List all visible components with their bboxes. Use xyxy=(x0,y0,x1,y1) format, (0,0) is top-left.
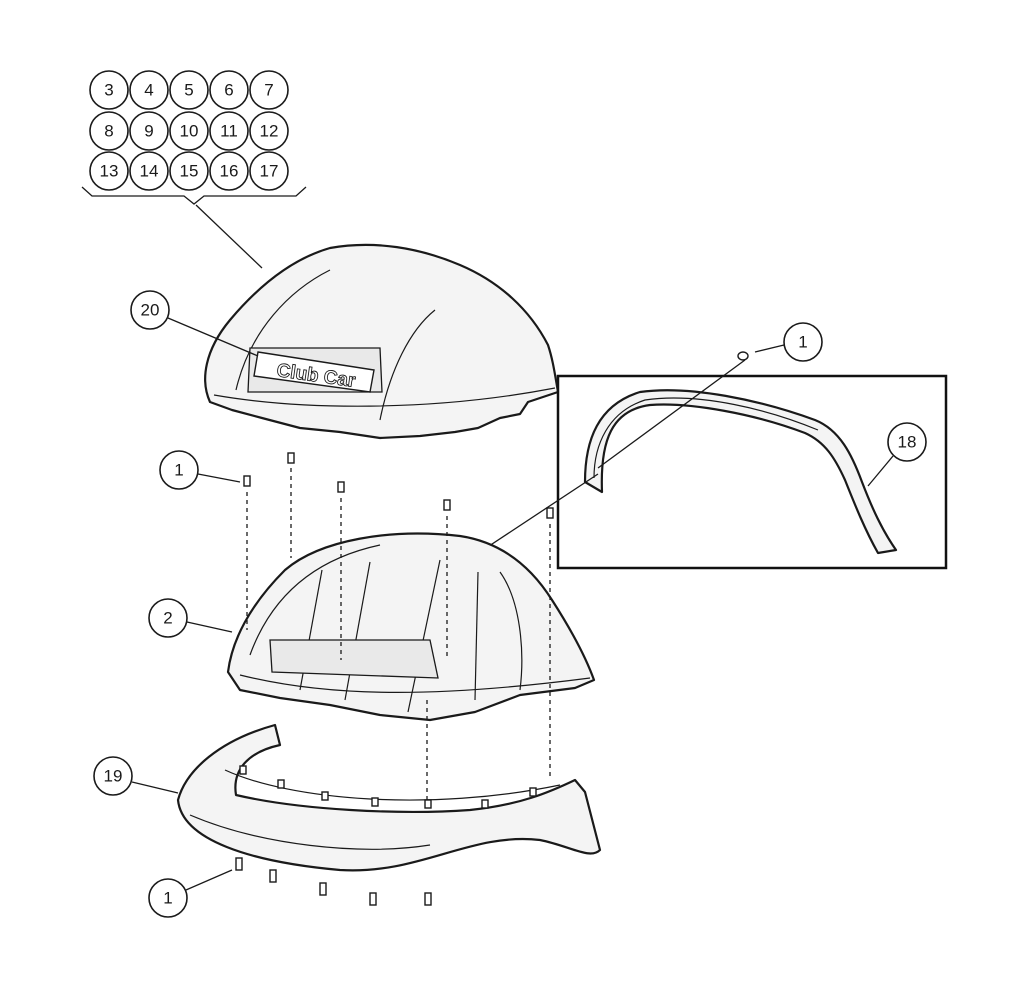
callout-16-label: 16 xyxy=(220,162,239,181)
callout-5-label: 5 xyxy=(184,81,193,100)
lower-trim-tabs xyxy=(239,765,537,809)
frame-part-2 xyxy=(226,532,596,722)
callout-7: 7 xyxy=(249,70,289,110)
callout-19-leader xyxy=(131,781,179,794)
frame-screws xyxy=(243,452,554,806)
callout-1-frame-label: 1 xyxy=(174,461,183,480)
detail-leader xyxy=(597,359,746,469)
callout-1-frame-leader xyxy=(197,473,241,483)
callout-19-label: 19 xyxy=(104,767,123,786)
callout-20-label: 20 xyxy=(141,301,160,320)
callout-1-detail: 1 xyxy=(783,322,823,362)
detail-screw xyxy=(737,351,749,361)
callout-18-label: 18 xyxy=(898,433,917,452)
grid-leader xyxy=(195,204,263,269)
callout-14-label: 14 xyxy=(140,162,159,181)
callout-20-leader xyxy=(167,317,259,357)
detail-callout-line xyxy=(479,473,599,553)
callout-12-label: 12 xyxy=(260,122,279,141)
callout-1-frame: 1 xyxy=(159,450,199,490)
callout-10-label: 10 xyxy=(180,122,199,141)
club-car-badge: Club Car xyxy=(253,351,375,393)
lower-trim-19 xyxy=(176,723,602,872)
trim-piece-18 xyxy=(583,389,898,555)
callout-18: 18 xyxy=(887,422,927,462)
callout-2-leader xyxy=(186,621,233,633)
roof-cover: Club Car xyxy=(204,243,560,440)
callout-13-label: 13 xyxy=(100,162,119,181)
callout-8: 8 xyxy=(89,111,129,151)
bottom-screws xyxy=(235,857,432,906)
callout-6-label: 6 xyxy=(224,81,233,100)
callout-15: 15 xyxy=(169,151,209,191)
callout-1-bottom-label: 1 xyxy=(163,889,172,908)
callout-1-detail-label: 1 xyxy=(798,333,807,352)
callout-17-label: 17 xyxy=(260,162,279,181)
callout-11: 11 xyxy=(209,111,249,151)
callout-10: 10 xyxy=(169,111,209,151)
callout-2: 2 xyxy=(148,598,188,638)
callout-grid: 3 4 5 6 7 8 9 10 11 12 13 14 15 16 17 xyxy=(81,70,307,269)
callout-16: 16 xyxy=(209,151,249,191)
callout-4: 4 xyxy=(129,70,169,110)
callout-7-label: 7 xyxy=(264,81,273,100)
callout-1-bottom-leader xyxy=(185,869,233,891)
callout-5: 5 xyxy=(169,70,209,110)
grid-brace xyxy=(81,186,307,205)
callout-12: 12 xyxy=(249,111,289,151)
callout-2-label: 2 xyxy=(163,609,172,628)
callout-3: 3 xyxy=(89,70,129,110)
detail-view-frame xyxy=(556,374,948,570)
callout-1-detail-leader xyxy=(754,344,785,353)
callout-18-leader xyxy=(867,455,894,487)
callout-3-label: 3 xyxy=(104,81,113,100)
callout-9: 9 xyxy=(129,111,169,151)
callout-17: 17 xyxy=(249,151,289,191)
callout-14: 14 xyxy=(129,151,169,191)
callout-6: 6 xyxy=(209,70,249,110)
callout-1-bottom: 1 xyxy=(148,878,188,918)
callout-19: 19 xyxy=(93,756,133,796)
callout-4-label: 4 xyxy=(144,81,153,100)
callout-8-label: 8 xyxy=(104,122,113,141)
callout-15-label: 15 xyxy=(180,162,199,181)
callout-20: 20 xyxy=(130,290,170,330)
callout-9-label: 9 xyxy=(144,122,153,141)
callout-11-label: 11 xyxy=(220,122,238,141)
callout-13: 13 xyxy=(89,151,129,191)
